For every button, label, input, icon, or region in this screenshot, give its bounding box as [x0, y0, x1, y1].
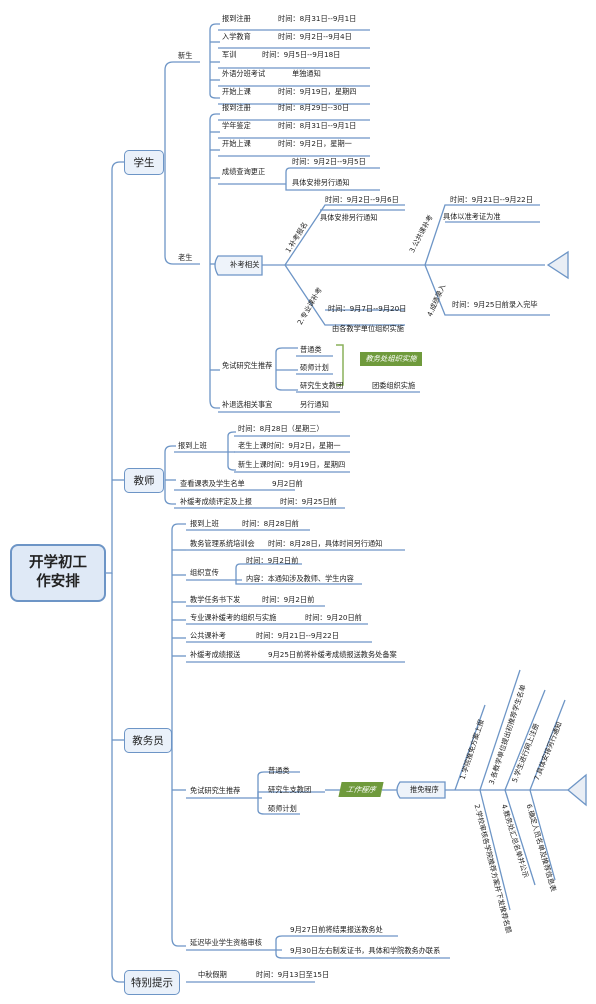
topic-tips[interactable]: 特别提示: [124, 970, 180, 995]
staff-item-value: 9月25日前将补缓考成绩报送教务处备案: [268, 650, 397, 659]
new-item-label[interactable]: 外语分班考试: [222, 69, 266, 78]
makeup-b3-time: 时间：9月21日--9月22日: [450, 195, 533, 204]
teacher-old-class: 老生上课时间：9月2日，星期一: [238, 441, 341, 450]
teacher-new-class: 新生上课时间：9月19日，星期四: [238, 460, 346, 469]
root-topic[interactable]: 开学初工作安排: [10, 544, 106, 602]
old-item-label[interactable]: 开始上课: [222, 139, 251, 148]
topic-teachers[interactable]: 教师: [124, 468, 164, 493]
old-item-label[interactable]: 报到注册: [222, 103, 251, 112]
topic-students[interactable]: 学生: [124, 150, 164, 175]
new-item-value: 时间：8月31日--9月1日: [278, 14, 357, 23]
teacher-schedule-label[interactable]: 查看课表及学生名单: [180, 479, 245, 488]
staff-item-label[interactable]: 教学任务书下发: [190, 595, 241, 604]
staff-recommend-item[interactable]: 硕师计划: [268, 804, 297, 813]
procedure-label[interactable]: 推免程序: [410, 785, 439, 794]
old-students-label[interactable]: 老生: [178, 253, 193, 262]
old-item-value: 时间：8月31日--9月1日: [278, 121, 357, 130]
grade-check-label[interactable]: 成绩查询更正: [222, 167, 266, 176]
staff-item-label[interactable]: 专业课补缓考的组织与实施: [190, 613, 277, 622]
deferred-line2: 9月30日左右制发证书，具体和学院教务办联系: [290, 946, 441, 955]
makeup-b2-time: 时间：9月7日--9月20日: [328, 304, 407, 313]
staff-item-label[interactable]: 公共课补考: [190, 631, 226, 640]
old-item-label[interactable]: 学年鉴定: [222, 121, 251, 130]
new-item-label[interactable]: 开始上课: [222, 87, 251, 96]
recommend-item[interactable]: 硕师计划: [300, 363, 329, 372]
academic-office-summary[interactable]: 教务处组织实施: [360, 352, 422, 366]
tuanwei-note: 团委组织实施: [372, 381, 416, 390]
staff-item-value: 时间：8月28日前: [242, 519, 299, 528]
makeup-b3-note: 具体以准考证为准: [443, 212, 501, 221]
staff-item-label[interactable]: 补缓考成绩报送: [190, 650, 241, 659]
staff-recommend-label[interactable]: 免试研究生推荐: [190, 786, 241, 795]
new-item-label[interactable]: 入学教育: [222, 32, 251, 41]
old-item-value: 时间：9月2日，星期一: [278, 139, 352, 148]
work-procedure-node[interactable]: 工作程序: [338, 782, 384, 797]
publicity-time: 时间：9月2日前: [246, 556, 299, 565]
staff-recommend-item[interactable]: 研究生支教团: [268, 785, 312, 794]
drop-value: 另行通知: [300, 400, 329, 409]
makeup-b1-time: 时间：9月2日--9月6日: [325, 195, 399, 204]
staff-item-value: 时间：9月2日前: [262, 595, 315, 604]
publicity-content: 内容：本通知涉及教师、学生内容: [246, 574, 354, 583]
teacher-report-time: 时间：8月28日（星期三）: [238, 424, 324, 433]
tips-item-label[interactable]: 中秋假期: [198, 970, 227, 979]
topic-staff[interactable]: 教务员: [124, 728, 172, 753]
teacher-grading-value: 时间：9月25日前: [280, 497, 337, 506]
new-item-value: 时间：9月19日，星期四: [278, 87, 357, 96]
staff-recommend-item[interactable]: 普通类: [268, 766, 290, 775]
recommend-item[interactable]: 研究生支教团: [300, 381, 344, 390]
tips-item-value: 时间：9月13日至15日: [256, 970, 330, 979]
new-item-value: 单独通知: [292, 69, 321, 78]
new-item-value: 时间：9月2日--9月4日: [278, 32, 352, 41]
new-students-label[interactable]: 新生: [178, 51, 193, 60]
makeup-b4-time: 时间：9月25日前录入完毕: [452, 300, 538, 309]
old-item-value: 时间：8月29日--30日: [278, 103, 350, 112]
teacher-grading-label[interactable]: 补缓考成绩评定及上报: [180, 497, 252, 506]
deferred-line1: 9月27日前将结果报送教务处: [290, 925, 383, 934]
staff-item-label[interactable]: 报到上班: [190, 519, 219, 528]
grade-check-time: 时间：9月2日--9月5日: [292, 157, 366, 166]
staff-item-value: 时间：9月21日--9月22日: [256, 631, 339, 640]
drop-label[interactable]: 补退选相关事宜: [222, 400, 273, 409]
teacher-report-label[interactable]: 报到上班: [178, 441, 207, 450]
deferred-label[interactable]: 延迟毕业学生资格审核: [190, 938, 262, 947]
recommend-label[interactable]: 免试研究生推荐: [222, 361, 273, 370]
new-item-label[interactable]: 军训: [222, 50, 237, 59]
staff-item-label[interactable]: 教务管理系统培训会: [190, 539, 255, 548]
grade-check-note: 具体安排另行通知: [292, 178, 350, 187]
publicity-label[interactable]: 组织宣传: [190, 568, 219, 577]
makeup-label[interactable]: 补考相关: [230, 260, 260, 269]
new-item-value: 时间：9月5日--9月18日: [262, 50, 341, 59]
makeup-b1-note: 具体安排另行通知: [320, 213, 378, 222]
new-item-label[interactable]: 报到注册: [222, 14, 251, 23]
teacher-schedule-value: 9月2日前: [272, 479, 303, 488]
staff-item-value: 时间：9月20日前: [305, 613, 362, 622]
recommend-item[interactable]: 普通类: [300, 345, 322, 354]
makeup-b2-note: 由各教学单位组织实施: [332, 324, 404, 333]
staff-item-value: 时间：8月28日，具体时间另行通知: [268, 539, 383, 548]
